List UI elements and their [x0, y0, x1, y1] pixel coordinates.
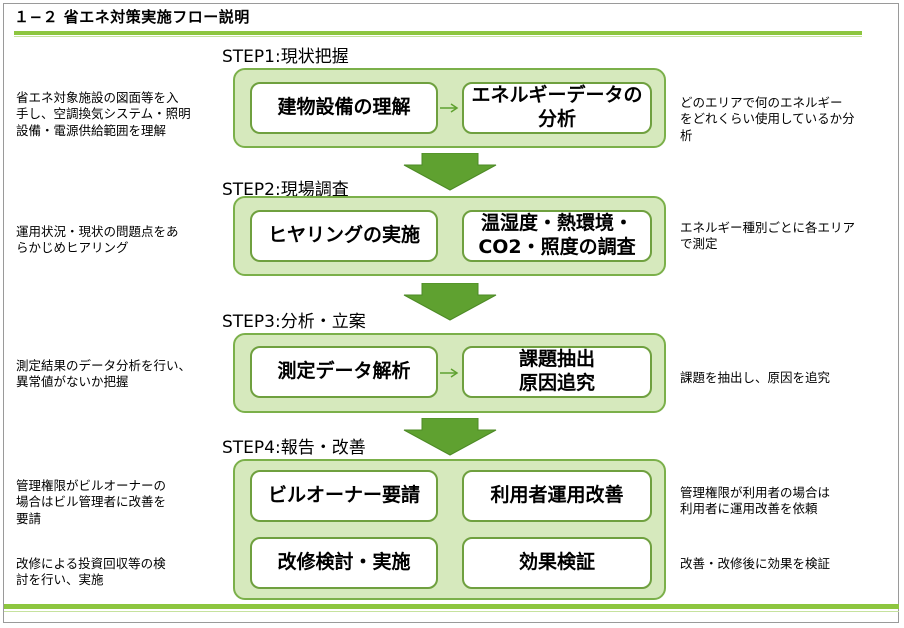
step4-box-owner-request: ビルオーナー要請	[250, 470, 438, 522]
step1-right-note: どのエリアで何のエネルギー をどれくらい使用しているか分 析	[680, 95, 855, 143]
step4-right-note-2: 改善・改修後に効果を検証	[680, 556, 831, 571]
step4-box-effect-verification: 効果検証	[462, 537, 652, 589]
step4-right-note-1: 管理権限が利用者の場合は 利用者に運用改善を依頼	[680, 485, 831, 517]
step2-label: STEP2:現場調査	[222, 180, 349, 200]
step2-to-step3-arrow	[403, 283, 497, 321]
step3-to-step4-arrow	[403, 418, 497, 456]
footer-rule-thin	[4, 611, 899, 612]
step1-left-note: 省エネ対象施設の図面等を入 手し、空調換気システム・照明 設備・電源供給範囲を理…	[16, 90, 191, 138]
step1-connector-arrow	[440, 103, 459, 113]
step2-box-hearing: ヒヤリングの実施	[250, 210, 438, 262]
step4-left-note-2: 改修による投資回収等の検 討を行い、実施	[16, 556, 166, 588]
step3-left-note: 測定結果のデータ分析を行い、 異常値がないか把握	[16, 358, 192, 390]
step1-to-step2-arrow	[403, 153, 497, 191]
step2-right-note: エネルギー種別ごとに各エリア で測定	[680, 220, 856, 252]
step3-box-issue-extraction: 課題抽出 原因追究	[462, 346, 652, 398]
step4-label: STEP4:報告・改善	[222, 438, 366, 458]
step2-box-environment-survey: 温湿度・熱環境・ CO2・照度の調査	[462, 210, 652, 262]
step3-right-note: 課題を抽出し、原因を追究	[680, 370, 831, 385]
page-title: １−２ 省エネ対策実施フロー説明	[14, 8, 250, 26]
title-underline-thin	[14, 36, 862, 37]
step3-label: STEP3:分析・立案	[222, 312, 366, 332]
step4-box-user-operation: 利用者運用改善	[462, 470, 652, 522]
footer-rule	[4, 604, 899, 609]
step1-box-energy-analysis: エネルギーデータの 分析	[462, 82, 652, 134]
step4-box-renovation: 改修検討・実施	[250, 537, 438, 589]
step3-connector-arrow	[440, 368, 459, 378]
step3-box-data-analysis: 測定データ解析	[250, 346, 438, 398]
step1-label: STEP1:現状把握	[222, 47, 349, 67]
step4-left-note-1: 管理権限がビルオーナーの 場合はビル管理者に改善を 要請	[16, 478, 167, 526]
slide-frame	[3, 3, 899, 623]
step2-left-note: 運用状況・現状の問題点をあ らかじめヒアリング	[16, 224, 179, 256]
step1-box-understand-building: 建物設備の理解	[250, 82, 438, 134]
title-underline	[14, 31, 862, 35]
